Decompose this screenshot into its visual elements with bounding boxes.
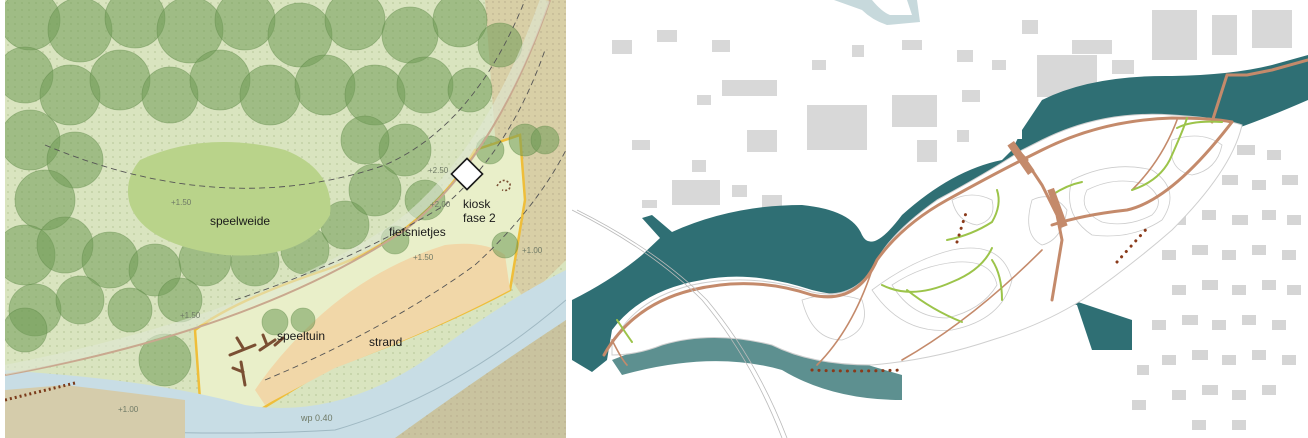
level-forest: +1.50 (180, 311, 201, 320)
label-strand: strand (369, 335, 402, 349)
detail-plan-map: speelweide fietsnietjes kiosk fase 2 spe… (5, 0, 566, 438)
side-channel (612, 333, 902, 400)
label-fietsnietjes: fietsnietjes (389, 225, 446, 239)
forest-canopy (5, 0, 560, 387)
level-beach-top: +1.50 (413, 253, 434, 262)
lawn-area (127, 142, 331, 256)
top-canal (834, 0, 920, 25)
buildings-top (612, 10, 1292, 225)
bridges (1007, 140, 1068, 228)
level-bottom-left: +1.00 (118, 405, 139, 414)
level-path-mid: +2.00 (430, 200, 451, 209)
beach-area (255, 243, 510, 405)
label-waterlevel: wp 0.40 (300, 413, 333, 423)
bike-racks-icon (496, 179, 511, 192)
level-path-high: +2.50 (428, 166, 449, 175)
bridge-gap (1002, 125, 1022, 139)
main-path-line (5, 0, 551, 376)
label-speelweide: speelweide (210, 214, 270, 228)
dotted-routes (810, 208, 1152, 373)
railway-line (572, 209, 788, 438)
green-path-network (616, 117, 1223, 343)
island-land (611, 113, 1243, 366)
playground-equipment-icon (228, 333, 285, 387)
lower-left-bank (5, 385, 185, 438)
label-fase: fase 2 (463, 211, 496, 225)
level-lawn: +1.50 (171, 198, 192, 207)
kiosk-building (450, 157, 484, 191)
overview-map-svg (572, 0, 1308, 438)
label-speeltuin: speeltuin (277, 329, 325, 343)
level-right-edge: +1.00 (522, 246, 543, 255)
contour-lines (44, 0, 566, 381)
label-kiosk: kiosk (463, 197, 491, 211)
detail-plan-svg: speelweide fietsnietjes kiosk fase 2 spe… (5, 0, 566, 438)
island-contours (801, 135, 1223, 341)
boundary-dots (5, 381, 76, 402)
overview-map (572, 0, 1308, 438)
secondary-paths (611, 119, 1178, 366)
